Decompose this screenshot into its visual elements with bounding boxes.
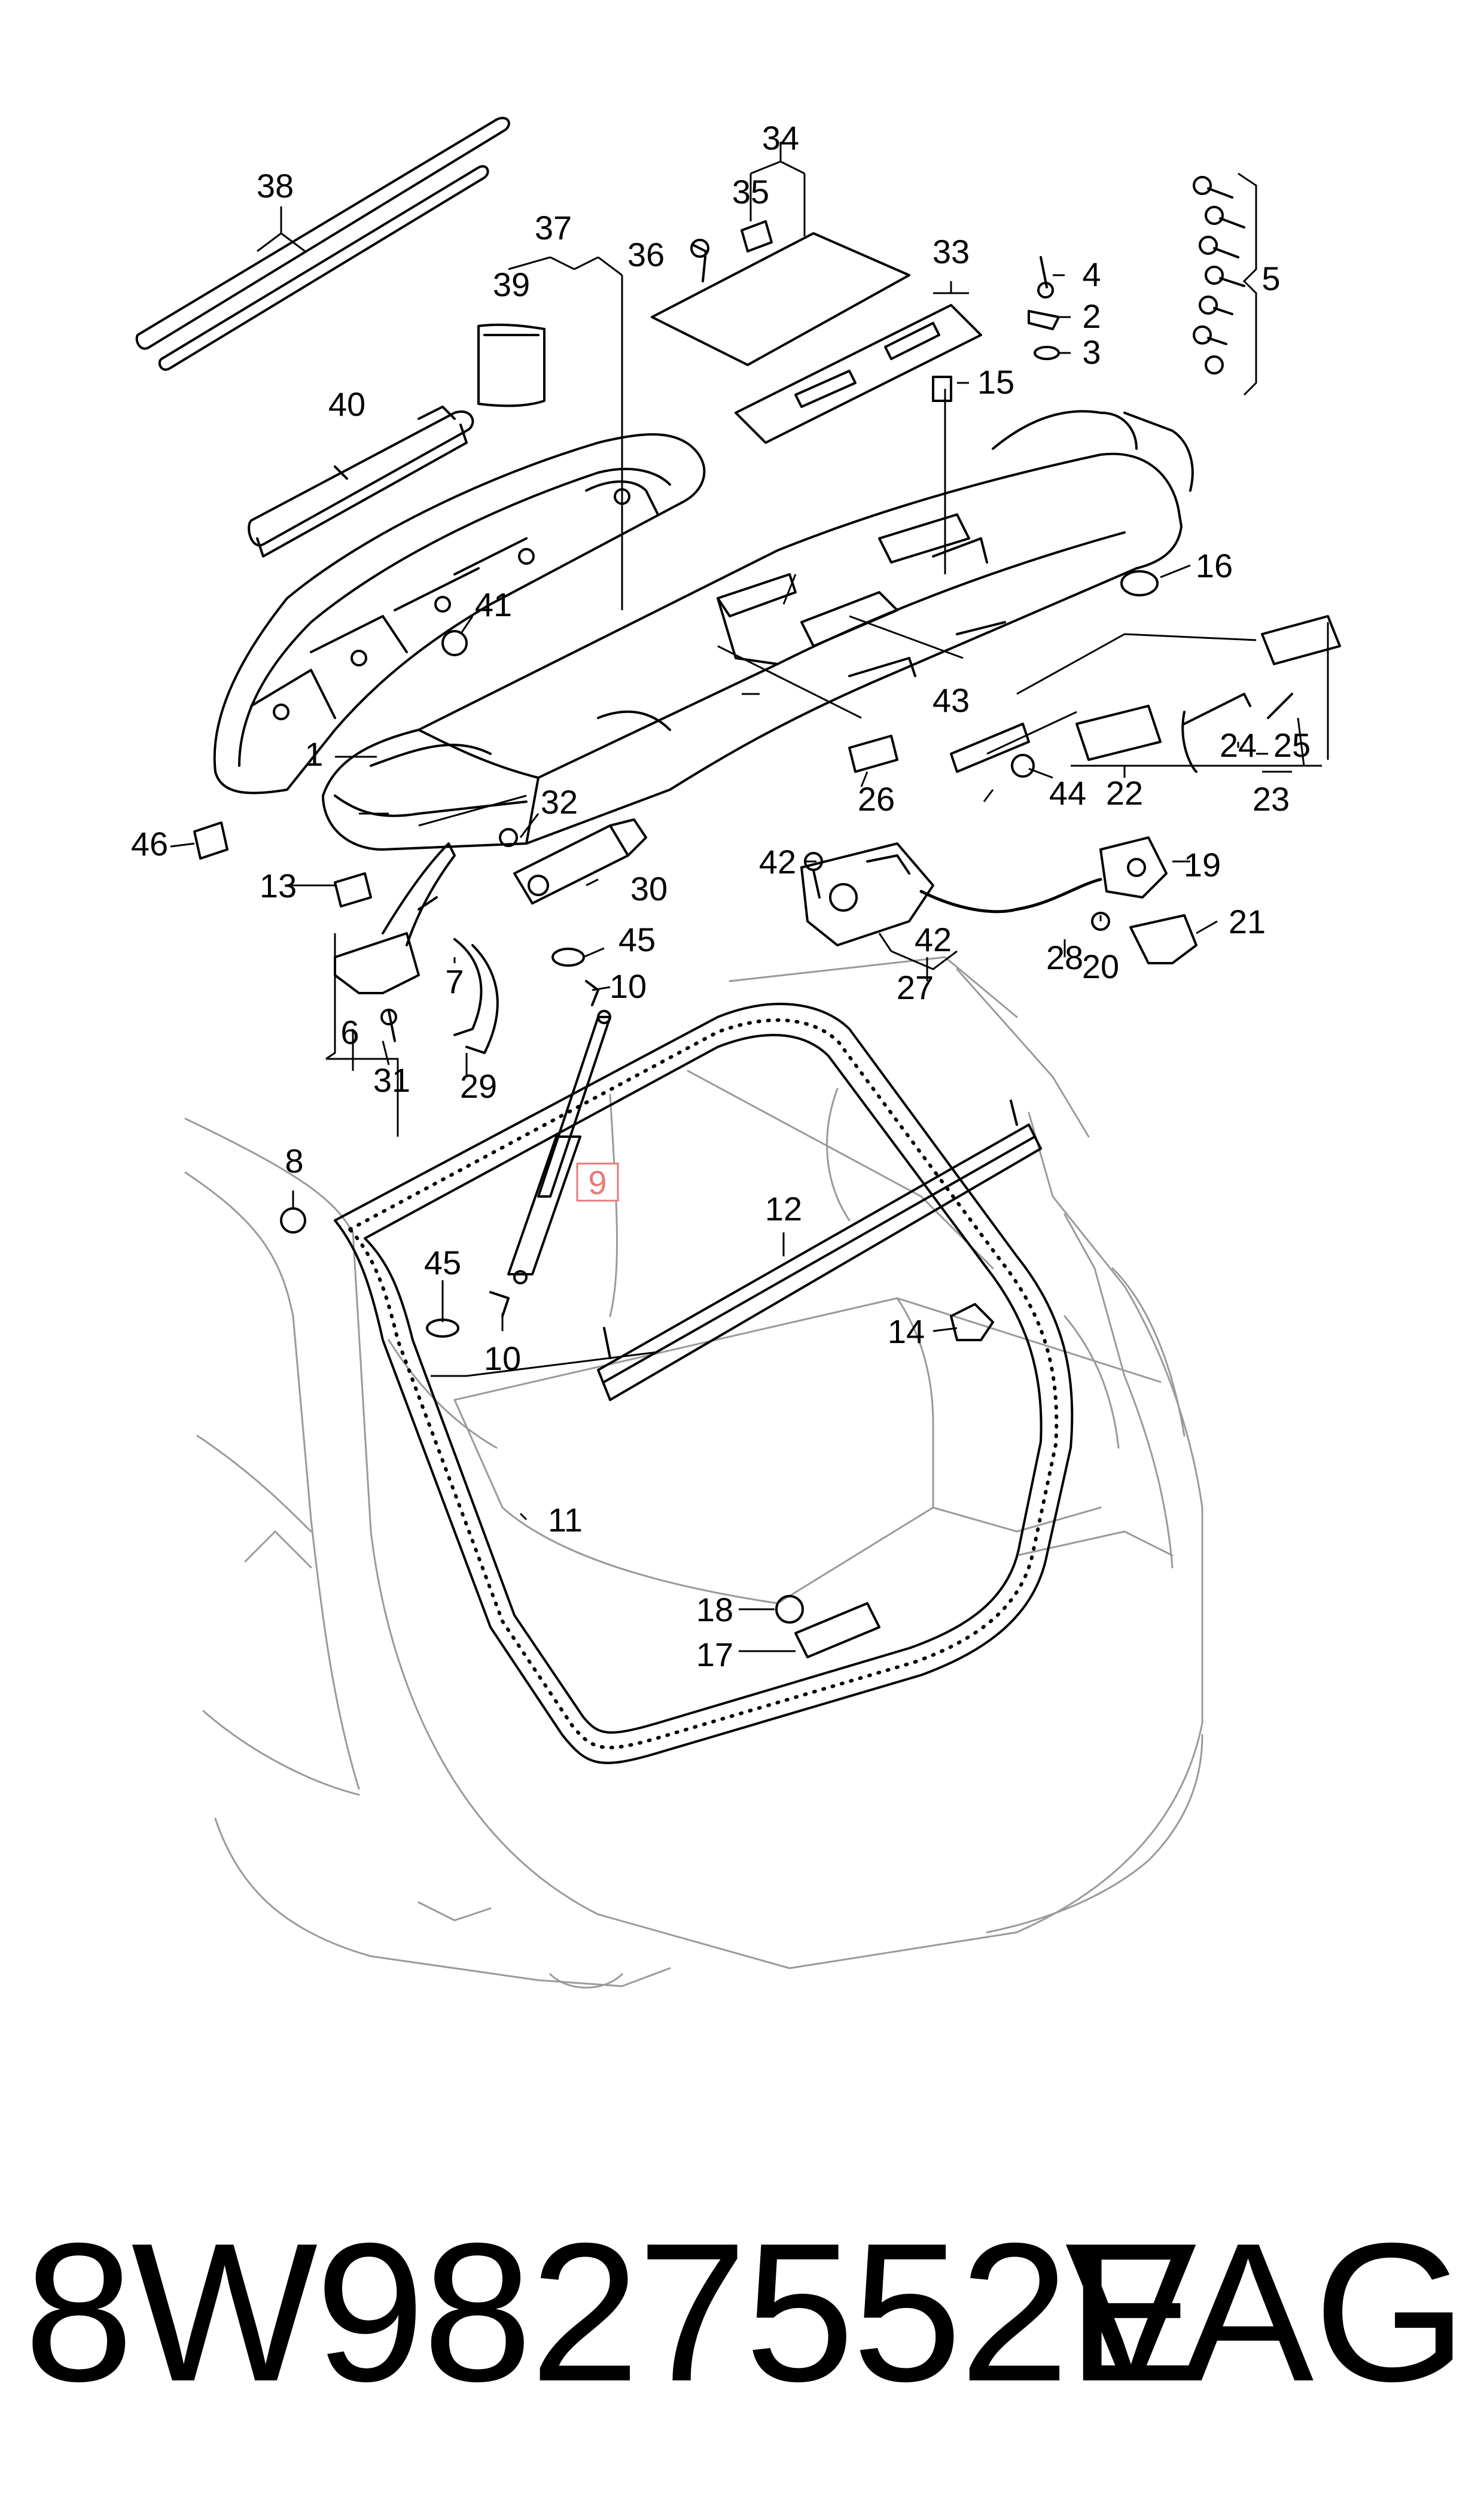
callout-40: 40: [328, 385, 365, 423]
callout-10a: 10: [610, 967, 647, 1005]
highlight-box: [576, 1162, 619, 1202]
part-number: 8W9827552E: [24, 2202, 1199, 2422]
callout-3: 3: [1082, 333, 1101, 371]
callout-8: 8: [285, 1142, 303, 1180]
callout-36: 36: [627, 236, 665, 273]
plate-panel: [651, 232, 982, 444]
callout-12: 12: [765, 1190, 802, 1228]
callout-5: 5: [1261, 260, 1280, 297]
latch-19: [1099, 836, 1168, 899]
lock-motor-27: [800, 842, 934, 946]
cable-28: [919, 878, 1102, 914]
callout-38: 38: [257, 167, 294, 205]
gas-strut: [507, 1010, 611, 1284]
callout-42a: 42: [759, 843, 796, 881]
callout-35: 35: [732, 173, 769, 211]
callout-11: 11: [548, 1501, 583, 1539]
bracket-21: [1129, 914, 1197, 964]
callout-19: 19: [1184, 846, 1221, 884]
trim-strips: [135, 117, 510, 371]
seal-strip-12: [597, 1100, 1042, 1401]
callout-41: 41: [475, 586, 512, 623]
callout-44: 44: [1049, 774, 1086, 812]
hardware-parts: [193, 176, 1245, 1624]
callout-17: 17: [696, 1636, 733, 1673]
callout-23: 23: [1253, 780, 1290, 818]
screw-set: [1193, 176, 1245, 374]
callout-20: 20: [1082, 948, 1119, 985]
callout-34: 34: [762, 119, 799, 157]
callout-14: 14: [888, 1313, 925, 1350]
brand-label: VAG: [1065, 2202, 1467, 2422]
callout-37: 37: [535, 209, 572, 246]
handle-22: [1075, 705, 1162, 761]
vehicle-body: [184, 956, 1203, 1989]
callout-39: 39: [493, 266, 530, 303]
callout-28: 28: [1046, 939, 1083, 976]
callout-15: 15: [977, 363, 1014, 401]
camera-23: [1181, 615, 1341, 773]
callout-16: 16: [1196, 547, 1233, 584]
callout-6: 6: [340, 1013, 359, 1051]
callout-24: 24: [1220, 726, 1257, 764]
callout-32: 32: [541, 783, 578, 821]
callout-9: 9: [588, 1164, 607, 1201]
callout-13: 13: [260, 867, 297, 905]
callout-33: 33: [933, 233, 970, 270]
tailgate-panel: [322, 410, 1194, 851]
small-parts-bag: [477, 323, 546, 407]
callout-2: 2: [1082, 297, 1101, 335]
exploded-parts-diagram: 1 2 3 4 5 6 7 8 9 10 10 11 12 13 14 15 1…: [131, 117, 1341, 1989]
callout-29: 29: [460, 1067, 497, 1105]
callout-10b: 10: [484, 1339, 521, 1377]
tailgate-seal: [334, 1003, 1074, 1764]
actuator-30: [513, 818, 647, 905]
callout-1: 1: [304, 735, 323, 773]
callout-45b: 45: [424, 1244, 461, 1281]
tailgate-inner-panel: [213, 433, 706, 794]
callout-30: 30: [630, 870, 668, 908]
callout-26: 26: [858, 780, 895, 818]
switch-26: [848, 735, 898, 773]
callout-45a: 45: [618, 921, 656, 958]
callout-4: 4: [1082, 255, 1101, 293]
spoiler-brake-light: [248, 406, 474, 558]
callout-21: 21: [1229, 903, 1266, 940]
striker-17: [794, 1602, 880, 1658]
callout-31: 31: [373, 1061, 410, 1099]
callout-43: 43: [933, 681, 970, 719]
callout-18: 18: [696, 1591, 733, 1628]
callout-25: 25: [1273, 726, 1311, 764]
callout-22: 22: [1106, 774, 1143, 812]
sensor-43: [950, 723, 1030, 773]
leader-lines: [170, 142, 1329, 1652]
callout-42b: 42: [915, 921, 952, 958]
callout-7: 7: [445, 963, 464, 1000]
callout-numbers: 1 2 3 4 5 6 7 8 9 10 10 11 12 13 14 15 1…: [131, 119, 1311, 1673]
callout-27: 27: [897, 969, 934, 1006]
callout-46: 46: [131, 825, 168, 863]
